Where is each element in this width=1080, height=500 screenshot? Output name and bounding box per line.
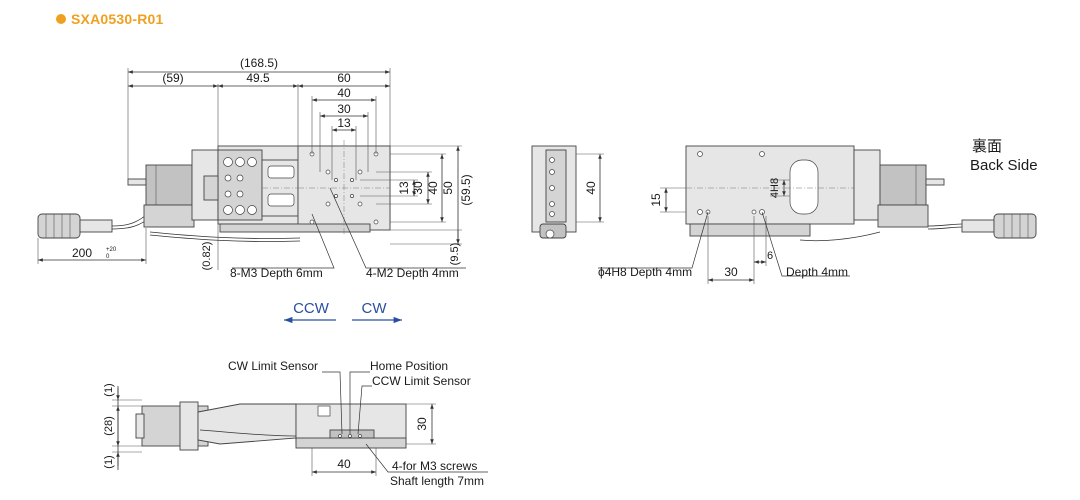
label-shaft-length: Shaft length 7mm	[390, 474, 484, 488]
top-view: (168.5) (59) 49.5 60 40 30 13 13 30 40 5…	[37, 56, 473, 324]
cw-label: CW	[362, 300, 388, 317]
label-m3-depth: 8-M3 Depth 6mm	[230, 266, 323, 280]
label-depth-4mm: Depth 4mm	[786, 265, 848, 279]
back-side-en: Back Side	[970, 157, 1038, 174]
top-horizontal-dims	[127, 68, 391, 180]
dim-v13: 13	[397, 181, 411, 195]
dim-v50: 50	[441, 181, 455, 195]
stage-body	[203, 140, 391, 234]
label-pin-hole: ϕ4H8 Depth 4mm	[598, 265, 692, 279]
dim-0-82: (0.82)	[201, 242, 213, 271]
back-dim-4h8: 4H8	[769, 178, 781, 198]
back-view: 15 4H8 30 6 ϕ4H8 Depth 4mm Depth 4mm 裏面 …	[598, 137, 1038, 284]
dim-40: 40	[337, 86, 351, 100]
cable-tol-plus: +20	[106, 247, 117, 253]
dim-v30: 30	[411, 181, 425, 195]
back-dim-15: 15	[649, 193, 663, 207]
model-code: SXA0530-R01	[71, 11, 164, 27]
side-dim-40: 40	[337, 457, 351, 471]
label-cw-limit-sensor: CW Limit Sensor	[228, 359, 318, 373]
side-dim-1-top: (1)	[103, 383, 115, 396]
dim-60: 60	[337, 71, 351, 85]
top-vertical-dims	[360, 145, 462, 245]
side-view: (1) (28) (1) 30 40 CW Limit Sensor Home …	[103, 359, 488, 488]
back-dim-6: 6	[767, 250, 773, 262]
ccw-label: CCW	[293, 300, 330, 317]
end-view: 40	[531, 145, 604, 239]
side-dim-1-bottom: (1)	[103, 455, 115, 468]
dim-v59-5: (59.5)	[459, 174, 473, 205]
model-header: SXA0530-R01	[56, 9, 163, 29]
side-dim-30: 30	[415, 417, 429, 431]
dim-v40: 40	[426, 181, 440, 195]
cable-tol-minus: 0	[106, 254, 110, 260]
dim-cable-length: 200	[72, 246, 92, 260]
end-dim-40: 40	[584, 181, 598, 195]
dim-overall-length: (168.5)	[240, 56, 278, 70]
back-dim-30: 30	[724, 265, 738, 279]
bullet-icon	[56, 14, 66, 24]
label-ccw-limit-sensor: CCW Limit Sensor	[372, 374, 471, 388]
label-m2-depth: 4-M2 Depth 4mm	[366, 266, 459, 280]
side-dim-28: (28)	[103, 416, 115, 436]
dim-49-5: 49.5	[246, 71, 270, 85]
back-side-jp: 裏面	[972, 137, 1002, 155]
dim-v9-5: (9.5)	[449, 243, 461, 266]
label-home-position: Home Position	[370, 359, 448, 373]
motor-body	[127, 149, 219, 228]
dim-13: 13	[337, 116, 351, 130]
dim-motor-length: (59)	[162, 71, 183, 85]
label-m3-screws: 4-for M3 screws	[392, 459, 477, 473]
dim-30: 30	[337, 102, 351, 116]
